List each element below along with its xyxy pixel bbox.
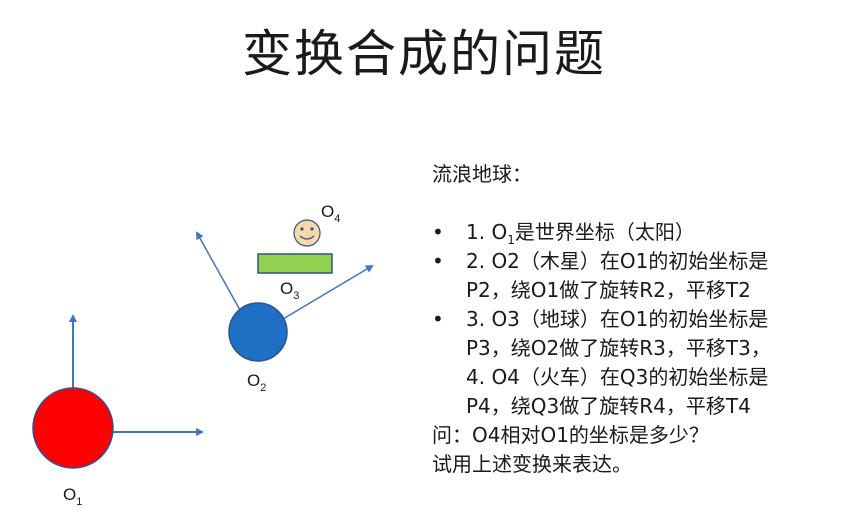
item-list: • 1. O1是世界坐标（太阳） • 2. O2（木星）在O1的初始坐标是 P2… <box>432 218 842 421</box>
o2-y-axis-arrow <box>196 231 241 311</box>
item1-pre: 1. O <box>466 220 508 244</box>
slide-title: 变换合成的问题 <box>242 25 606 83</box>
list-item: • 1. O1是世界坐标（太阳） <box>432 218 842 247</box>
question-line-1: 问：O4相对O1的坐标是多少？ <box>432 423 709 447</box>
smiley-icon <box>293 219 321 247</box>
list-item-continued: P2，绕O1做了旋转R2，平移T2 <box>432 276 842 305</box>
item3-line1: 3. O3（地球）在O1的初始坐标是 <box>466 307 769 331</box>
list-item-continued: P3，绕O2做了旋转R3，平移T3， <box>432 334 842 363</box>
item4-line1: 4. O4（火车）在Q3的初始坐标是 <box>466 365 769 389</box>
item2-line1: 2. O2（木星）在O1的初始坐标是 <box>466 249 769 273</box>
bullet: • <box>432 249 444 273</box>
o1-label: O1 <box>63 485 82 508</box>
item4-line2: P4，绕Q3做了旋转R4，平移T4 <box>466 394 751 418</box>
item1-post: 是世界坐标（太阳） <box>514 220 695 244</box>
list-item-continued: 4. O4（火车）在Q3的初始坐标是 <box>432 363 842 392</box>
item3-line2: P3，绕O2做了旋转R3，平移T3， <box>466 336 771 360</box>
o2-label: O2 <box>247 371 266 394</box>
jupiter-o2-circle <box>228 302 288 362</box>
list-item-continued: P4，绕Q3做了旋转R4，平移T4 <box>432 392 842 421</box>
list-item: • 2. O2（木星）在O1的初始坐标是 <box>432 247 842 276</box>
o2-x-axis-arrow <box>277 264 374 323</box>
bullet: • <box>432 220 444 244</box>
list-item: • 3. O3（地球）在O1的初始坐标是 <box>432 305 842 334</box>
bullet: • <box>432 307 444 331</box>
question-line-2: 试用上述变换来表达。 <box>432 452 632 476</box>
intro-line: 流浪地球： <box>432 162 532 186</box>
o3-label: O3 <box>280 279 299 302</box>
earth-o3-bar <box>257 253 333 274</box>
sun-o1-circle <box>32 387 114 469</box>
item2-line2: P2，绕O1做了旋转R2，平移T2 <box>466 278 751 302</box>
o4-label: O4 <box>321 202 340 225</box>
item1-sub: 1 <box>507 233 515 247</box>
problem-text: 流浪地球： • 1. O1是世界坐标（太阳） • 2. O2（木星）在O1的初始… <box>432 160 842 479</box>
